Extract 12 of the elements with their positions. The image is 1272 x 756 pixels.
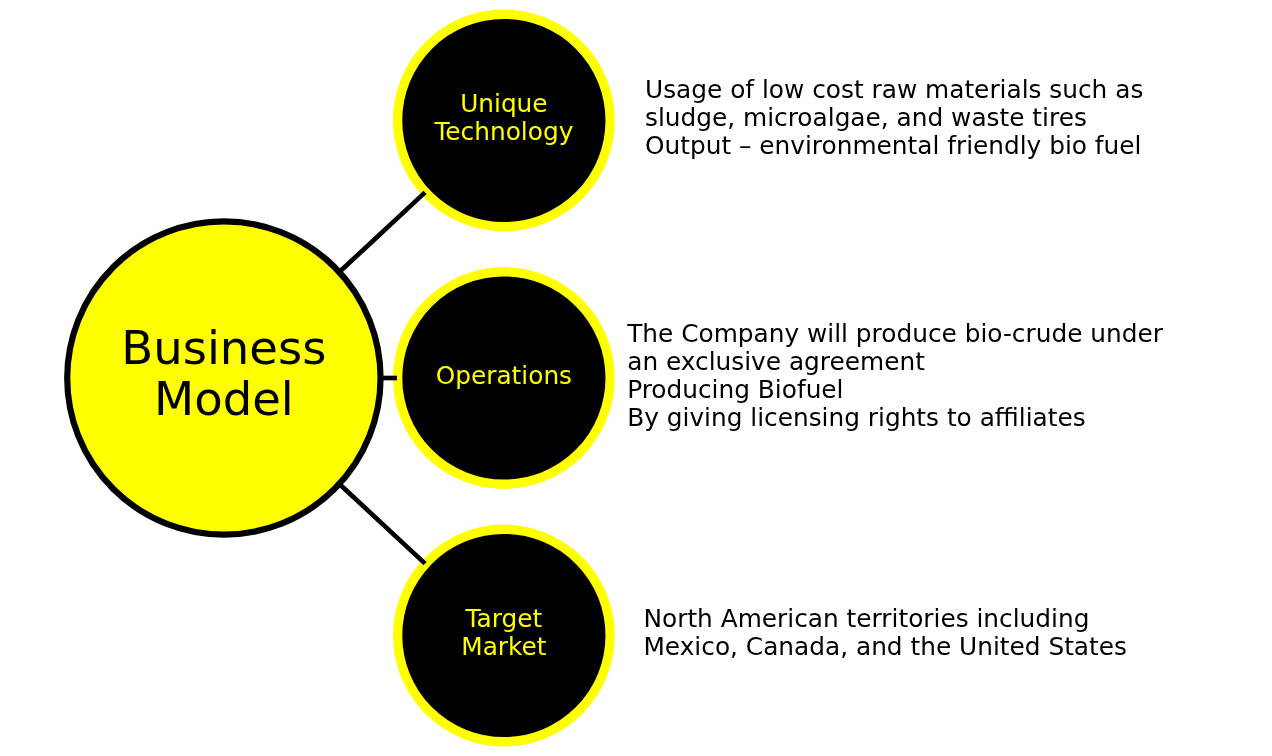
node-label: Usage of low cost raw materials such as sludge, microalgae, and waste tires bbox=[644, 75, 1143, 133]
node-circle: Target Market bbox=[392, 524, 615, 747]
node-label: North American territories including Mexico, Canada, and the United States bbox=[642, 604, 1127, 662]
node-label: By giving licensing rights to affiliates bbox=[626, 402, 1086, 432]
node-circle: Operations bbox=[392, 267, 615, 489]
connector bbox=[337, 190, 427, 274]
node-label: The Company will produce bio-crude under an exclusive agreement bbox=[626, 319, 1163, 376]
node-label: Producing Biofuel bbox=[626, 374, 844, 404]
node-label: Output – environmental friendly bio fuel bbox=[644, 131, 1141, 161]
node-circle: Unique Technology bbox=[392, 9, 615, 232]
node-circle: Business Model bbox=[63, 218, 384, 538]
connector bbox=[337, 482, 427, 566]
